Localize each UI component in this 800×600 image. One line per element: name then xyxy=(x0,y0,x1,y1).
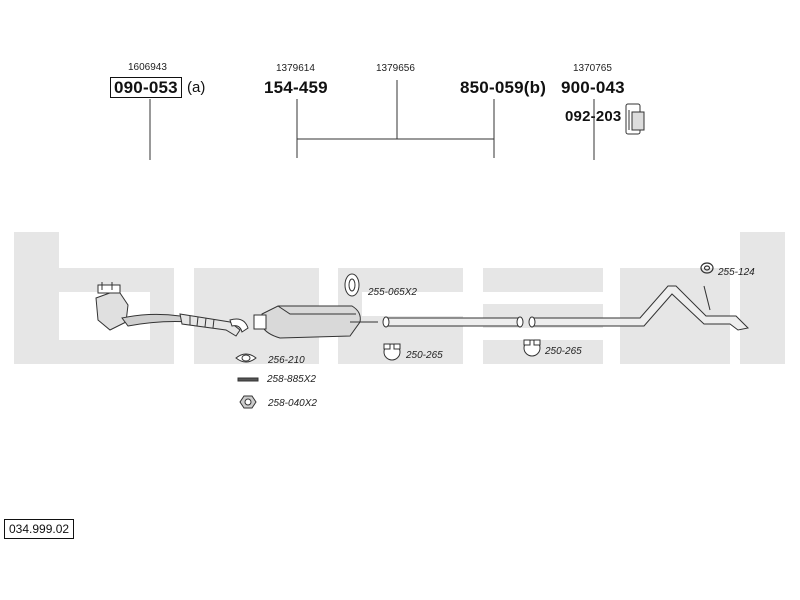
reference-number-3: 1379656 xyxy=(376,63,415,74)
intermediate-pipe xyxy=(382,316,524,328)
part-number-rear-section: 900-043 xyxy=(561,78,625,97)
part-number-suffix: (a) xyxy=(187,79,206,96)
rear-pipe xyxy=(528,285,750,331)
part-number-rear-pipe: 850-059(b) xyxy=(460,78,547,97)
nut-icon xyxy=(239,395,257,409)
clamp-icon-1 xyxy=(383,343,401,361)
label-nut: 258-040X2 xyxy=(268,398,317,409)
label-seal-ring: 255-065X2 xyxy=(368,287,417,298)
seal-ring-icon xyxy=(344,273,360,297)
gasket-icon xyxy=(235,353,257,363)
part-number-mounting-kit: 092-203 xyxy=(565,108,622,125)
reference-number-1: 1606943 xyxy=(128,62,167,73)
front-pipe xyxy=(179,313,249,337)
part-number-catalytic: 090-053 xyxy=(110,77,182,98)
clamp-icon-2 xyxy=(523,339,541,357)
label-clamp-1: 250-265 xyxy=(406,350,443,361)
catalytic-converter xyxy=(95,282,191,331)
mounting-kit-icon xyxy=(625,103,645,135)
hanger-icon xyxy=(700,262,714,274)
label-clamp-2: 250-265 xyxy=(545,346,582,357)
bolt-icon xyxy=(237,377,259,382)
part-number-middle-silencer: 154-459 xyxy=(264,78,328,97)
label-hanger: 255-124 xyxy=(718,267,755,278)
reference-number-2: 1379614 xyxy=(276,63,315,74)
label-bolt: 258-885X2 xyxy=(267,374,316,385)
document-number: 034.999.02 xyxy=(4,519,75,539)
middle-silencer xyxy=(253,305,378,339)
label-gasket: 256-210 xyxy=(268,355,305,366)
leader-lines xyxy=(149,80,595,160)
reference-number-4: 1370765 xyxy=(573,63,612,74)
